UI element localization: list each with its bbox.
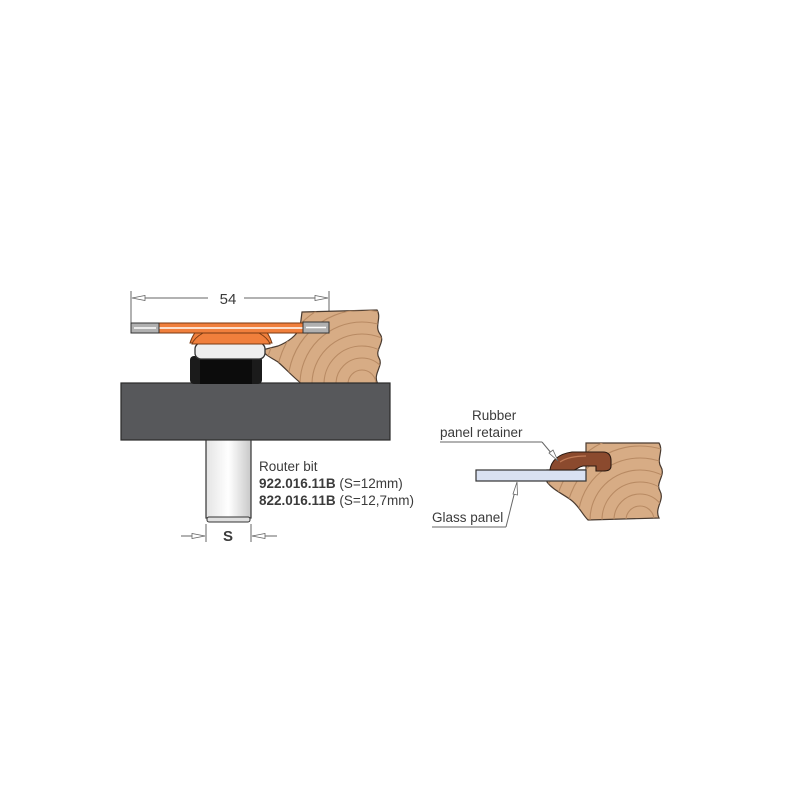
wood-workpiece-left (261, 309, 383, 385)
rubber-arrow-icon (548, 449, 559, 462)
bearing (190, 342, 266, 384)
rubber-callout: Rubber panel retainer (440, 408, 559, 462)
code-2-number: 822.016.11B (259, 493, 336, 508)
code-1-spec: (S=12mm) (336, 476, 403, 491)
dim-arrow-right-icon (314, 295, 329, 301)
shank-arrow-right-icon (251, 533, 266, 539)
glass-arrow-icon (512, 481, 518, 496)
rubber-retainer (549, 451, 612, 472)
wood-frame-right (546, 442, 663, 521)
shank-dimension: S (181, 524, 277, 545)
glass-label: Glass panel (432, 510, 503, 525)
router-bit-code-2: 822.016.11B (S=12,7mm) (259, 493, 414, 508)
carbide-tips (130, 321, 330, 334)
rubber-label-line2: panel retainer (440, 425, 523, 440)
shank (205, 439, 252, 523)
width-dimension-label: 54 (220, 291, 237, 308)
code-2-spec: (S=12,7mm) (336, 493, 414, 508)
router-bit-diagram: 54 (120, 291, 414, 545)
shank-arrow-left-icon (191, 533, 206, 539)
router-bit-info: Router bit 922.016.11B (S=12mm) 822.016.… (259, 459, 414, 508)
router-table (120, 382, 391, 441)
shank-dimension-label: S (223, 528, 233, 545)
bearing-core (200, 358, 252, 384)
width-dimension: 54 (130, 291, 330, 323)
bearing-washer (194, 342, 266, 360)
glass-callout: Glass panel (432, 481, 518, 528)
router-bit-title: Router bit (259, 459, 318, 474)
assembly-diagram: Rubber panel retainer Glass panel (432, 408, 663, 528)
code-1-number: 922.016.11B (259, 476, 336, 491)
glass-panel (475, 469, 587, 482)
rubber-label-line1: Rubber (472, 408, 517, 423)
dim-arrow-left-icon (131, 295, 146, 301)
router-bit-code-1: 922.016.11B (S=12mm) (259, 476, 403, 491)
